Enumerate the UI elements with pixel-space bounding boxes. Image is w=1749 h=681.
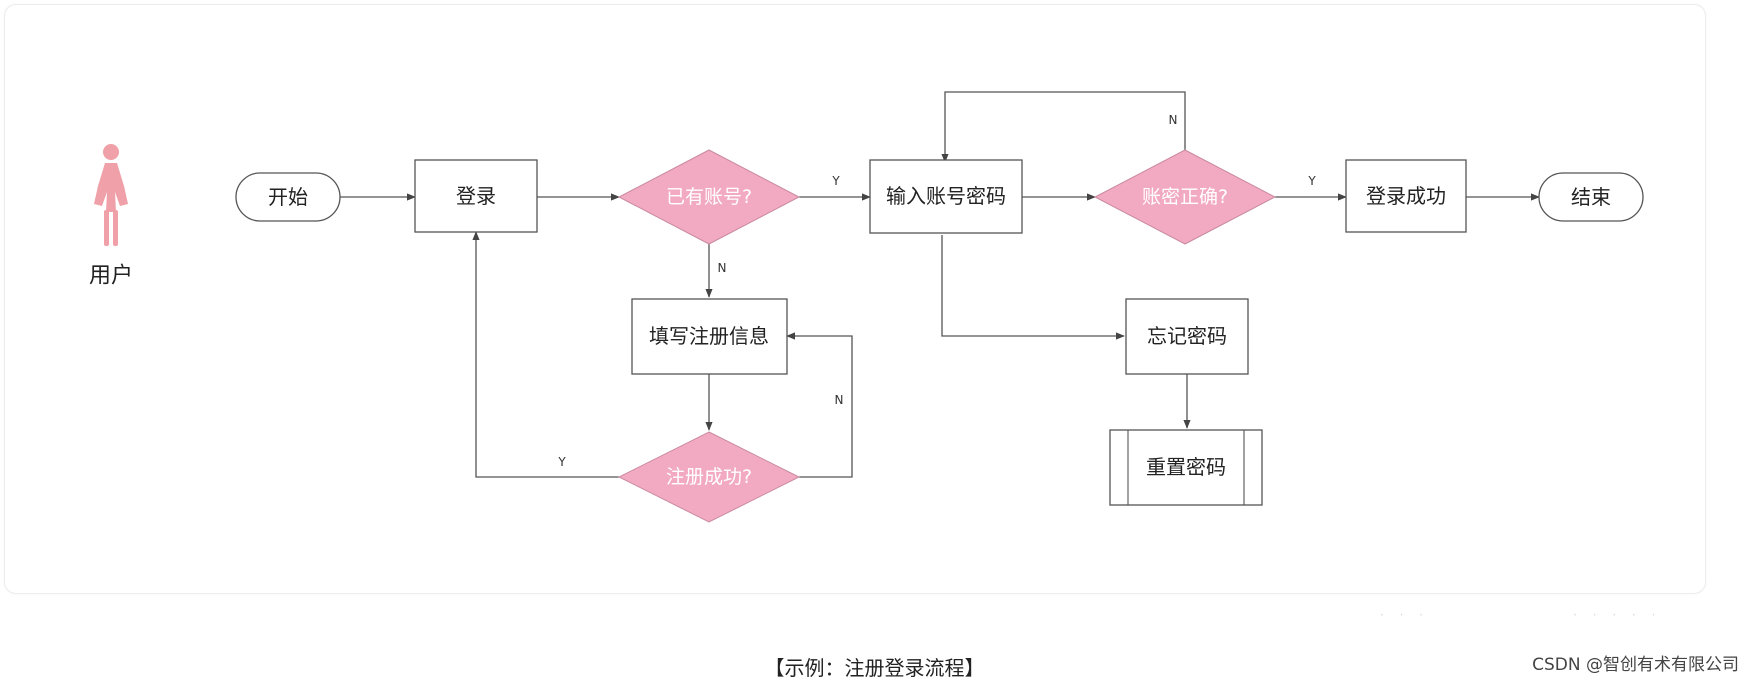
node-has-account: 已有账号? [617, 149, 801, 245]
edge-label-has-account-no: N [718, 261, 727, 275]
node-start-label: 开始 [268, 185, 308, 209]
node-credentials-correct-label: 账密正确? [1142, 186, 1228, 208]
node-start: 开始 [235, 172, 341, 222]
node-login-success-label: 登录成功 [1366, 184, 1446, 208]
diagram-card [4, 4, 1706, 594]
node-reset-password-label: 重置密码 [1146, 455, 1226, 479]
edge-label-credentials-yes: Y [1307, 174, 1316, 188]
node-end-label: 结束 [1571, 185, 1611, 209]
edge-register-success-yes [472, 231, 619, 478]
edge-register-success-no [786, 332, 853, 478]
node-fill-register-info: 填写注册信息 [631, 298, 788, 375]
connectors [340, 91, 1540, 478]
node-login: 登录 [414, 159, 538, 233]
user-actor: 用户 [89, 144, 133, 289]
node-login-label: 登录 [456, 184, 496, 208]
edge-label-has-account-yes: Y [831, 174, 840, 188]
woman-user-icon [94, 144, 128, 246]
node-forgot-password: 忘记密码 [1125, 298, 1249, 375]
node-fill-register-info-label: 填写注册信息 [649, 324, 769, 348]
edge-label-register-no: N [835, 393, 844, 407]
node-register-success: 注册成功? [617, 431, 801, 523]
actor-label: 用户 [89, 264, 133, 289]
faint-marks: · · · · · · · · [1380, 608, 1662, 622]
watermark: CSDN @智创有术有限公司 [1532, 655, 1739, 675]
node-has-account-label: 已有账号? [666, 186, 752, 208]
node-input-credentials: 输入账号密码 [869, 159, 1023, 234]
edge-label-register-yes: Y [557, 455, 566, 469]
edge-credentials-correct-no [941, 91, 1186, 163]
node-credentials-correct: 账密正确? [1093, 149, 1277, 245]
edge-label-credentials-no: N [1169, 113, 1178, 127]
figure-caption: 【示例：注册登录流程】 [764, 656, 985, 680]
flowchart: 用户 Y N Y N Y N 开始 结束 登录 输入账号密码 [89, 91, 1644, 523]
edge-input-credentials-forgot [941, 235, 1125, 340]
node-forgot-password-label: 忘记密码 [1147, 324, 1227, 348]
node-end: 结束 [1538, 172, 1644, 222]
node-login-success: 登录成功 [1345, 159, 1467, 233]
node-input-credentials-label: 输入账号密码 [886, 184, 1006, 208]
node-reset-password: 重置密码 [1109, 429, 1263, 506]
node-register-success-label: 注册成功? [666, 466, 752, 488]
